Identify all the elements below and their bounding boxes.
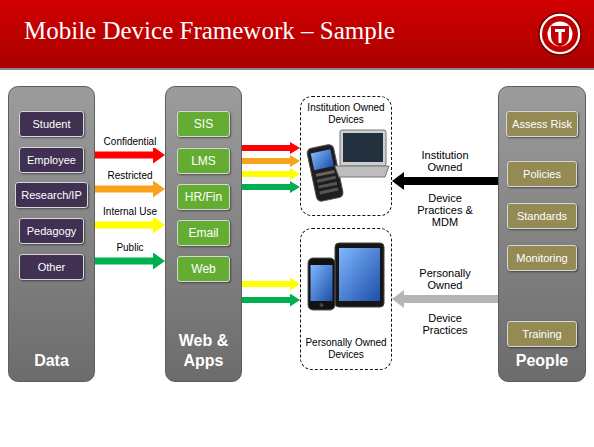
edge-label: Restricted	[107, 170, 152, 182]
category-box: Other	[19, 254, 84, 280]
column-panel: Data StudentEmployeeResearch/IP PedagogyOt…	[8, 86, 95, 382]
group-label: Personally Owned Devices	[304, 337, 388, 361]
edge-label: Institution Owned	[413, 149, 477, 173]
practice-note: Device Practices	[412, 312, 478, 336]
category-box: SIS	[177, 111, 230, 137]
box-label: Web	[191, 262, 215, 276]
category-box: HR/Fin	[177, 184, 230, 210]
practice-note: Device Practices & MDM	[414, 192, 476, 228]
edge-label: Confidential	[104, 136, 157, 148]
slide-title: Mobile Device Framework – Sample	[24, 17, 395, 45]
edge-label: Internal Use	[103, 206, 157, 218]
edge-label: Public	[116, 242, 143, 254]
device-group: Institution Owned Devices	[300, 96, 392, 216]
device-group: Personally Owned Devices	[300, 228, 392, 370]
header-bar	[0, 0, 594, 68]
category-box: Training	[507, 321, 577, 347]
category-box: Policies	[507, 161, 577, 187]
group-label: Institution Owned Devices	[304, 102, 388, 126]
edge-label: Personally Owned	[413, 267, 477, 291]
box-label: LMS	[191, 154, 216, 168]
box-label: Monitoring	[516, 252, 567, 264]
category-box: LMS	[177, 148, 230, 174]
box-label: Email	[188, 226, 218, 240]
arrow-connector	[404, 295, 498, 303]
category-box: Student	[19, 111, 84, 137]
arrow-connector	[242, 145, 290, 151]
category-box: Web	[177, 256, 230, 282]
box-label: Employee	[27, 154, 76, 166]
arrow-connector	[404, 177, 498, 185]
box-label: Standards	[517, 210, 567, 222]
arrow-connector	[95, 186, 153, 193]
category-box: Email	[177, 220, 230, 246]
arrow-connector	[242, 184, 290, 190]
box-label: Training	[522, 328, 561, 340]
arrow-connector	[95, 222, 153, 229]
box-label: Policies	[523, 168, 561, 180]
category-box: Assess Risk	[506, 111, 578, 137]
column-panel: Web & Apps SIS LMS HR/FinEmailWeb	[165, 86, 242, 382]
column-label: People	[501, 351, 583, 371]
laptop	[335, 130, 389, 177]
box-label: Pedagogy	[27, 225, 77, 237]
arrow-connector	[242, 158, 290, 164]
arrow-connector	[95, 152, 153, 159]
column-label: Data	[11, 351, 92, 371]
arrow-connector	[95, 258, 153, 265]
arrow-connector	[242, 171, 290, 177]
category-box: Standards	[507, 203, 577, 229]
box-label: Student	[33, 118, 71, 130]
column-panel: People Assess RiskPoliciesStandardsMonito…	[498, 86, 586, 382]
category-box: Employee	[19, 147, 84, 173]
arrow-connector	[242, 297, 290, 303]
smartphone	[308, 258, 335, 310]
box-label: Assess Risk	[512, 118, 572, 130]
box-label: Other	[38, 261, 66, 273]
category-box: Pedagogy	[19, 218, 84, 244]
university-seal	[539, 13, 581, 55]
box-label: SIS	[194, 117, 213, 131]
box-label: Research/IP	[21, 189, 82, 201]
header-rule	[0, 68, 594, 70]
category-box: Research/IP	[15, 182, 88, 208]
tablet	[335, 243, 384, 307]
box-label: HR/Fin	[185, 190, 222, 204]
arrow-connector	[242, 281, 290, 287]
category-box: Monitoring	[507, 245, 577, 271]
column-label: Web & Apps	[168, 331, 239, 371]
